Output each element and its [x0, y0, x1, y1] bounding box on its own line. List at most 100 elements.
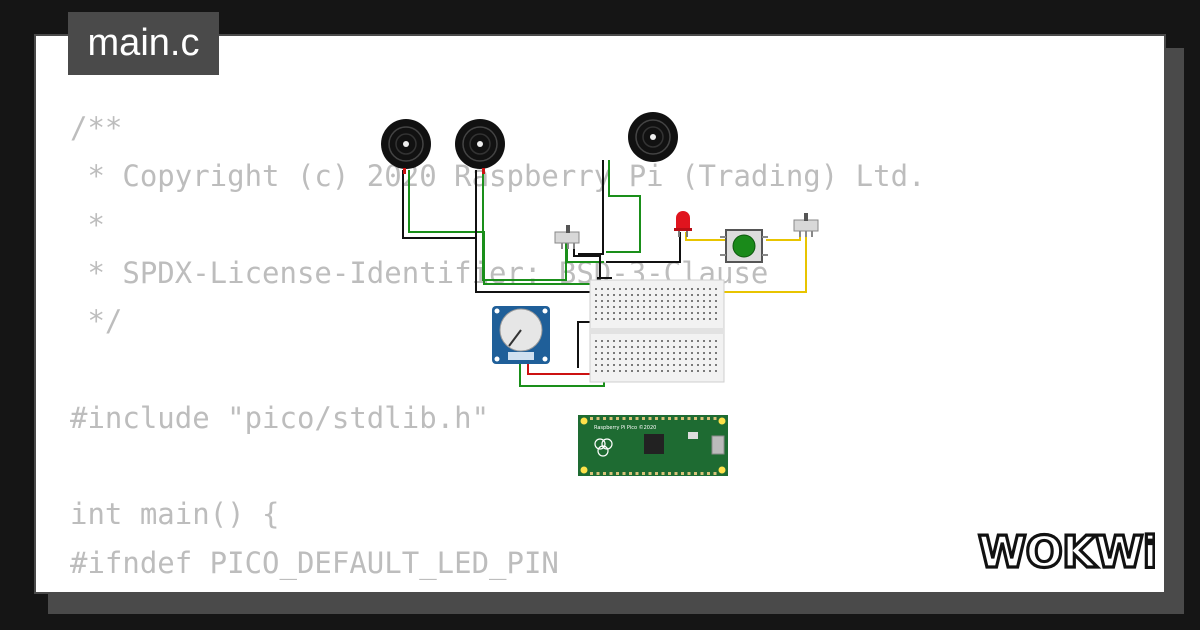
pico-pin	[622, 417, 626, 420]
breadboard-hole	[631, 364, 633, 366]
breadboard-hole	[625, 306, 627, 308]
wires	[402, 160, 807, 387]
breadboard-hole	[715, 370, 717, 372]
breadboard-hole	[625, 370, 627, 372]
breadboard-hole	[619, 306, 621, 308]
wire-green	[606, 160, 641, 253]
buzzer-1[interactable]	[381, 119, 431, 174]
breadboard-hole	[655, 300, 657, 302]
breadboard-hole	[613, 358, 615, 360]
breadboard-hole	[649, 352, 651, 354]
buzzer-2[interactable]	[455, 119, 505, 174]
breadboard-hole	[637, 358, 639, 360]
pico-pin	[596, 472, 600, 475]
wokwi-logo[interactable]: WOKWi	[975, 525, 1155, 575]
pico-board-label: Raspberry Pi Pico ©2020	[594, 424, 656, 431]
breadboard-hole	[601, 358, 603, 360]
breadboard-hole	[655, 364, 657, 366]
breadboard-hole	[703, 340, 705, 342]
pico-pin	[681, 472, 684, 475]
potentiometer[interactable]	[492, 306, 550, 364]
breadboard[interactable]	[589, 279, 725, 383]
breadboard-hole	[703, 306, 705, 308]
breadboard-hole	[607, 300, 609, 302]
code-preview: /** * Copyright (c) 2020 Raspberry Pi (T…	[70, 104, 1083, 592]
breadboard-hole	[637, 312, 639, 314]
breadboard-hole	[703, 300, 705, 302]
breadboard-hole	[625, 288, 627, 290]
wire-black	[475, 170, 600, 293]
breadboard-hole	[691, 370, 693, 372]
breadboard-hole	[649, 358, 651, 360]
breadboard-hole	[619, 352, 621, 354]
breadboard-hole	[673, 312, 675, 314]
breadboard-hole	[601, 346, 603, 348]
breadboard-hole	[601, 294, 603, 296]
breadboard-hole	[649, 300, 651, 302]
breadboard-hole	[715, 288, 717, 290]
breadboard-hole	[673, 364, 675, 366]
slide-switch-2[interactable]	[793, 213, 819, 237]
breadboard-hole	[649, 364, 651, 366]
breadboard-hole	[649, 340, 651, 342]
breadboard-hole	[709, 294, 711, 296]
breadboard-hole	[619, 370, 621, 372]
pico-pin	[629, 472, 632, 475]
breadboard-hole	[685, 294, 687, 296]
breadboard-hole	[715, 294, 717, 296]
buzzer-3[interactable]	[628, 112, 678, 162]
breadboard-hole	[649, 306, 651, 308]
breadboard-hole	[661, 306, 663, 308]
breadboard-hole	[631, 300, 633, 302]
pico-pin	[687, 472, 691, 475]
breadboard-hole	[709, 306, 711, 308]
breadboard-hole	[655, 306, 657, 308]
breadboard-hole	[697, 306, 699, 308]
breadboard-hole	[673, 340, 675, 342]
pico-pin	[713, 472, 717, 475]
pico-pin	[603, 417, 606, 420]
breadboard-hole	[661, 300, 663, 302]
breadboard-hole	[631, 358, 633, 360]
slide-switch-1[interactable]	[554, 225, 580, 249]
pico-pin	[609, 417, 613, 420]
breadboard-hole	[649, 312, 651, 314]
pico-pin	[655, 472, 658, 475]
breadboard-hole	[637, 288, 639, 290]
code-line: #ifndef PICO_DEFAULT_LED_PIN	[70, 545, 559, 580]
breadboard-hole	[595, 318, 597, 320]
breadboard-hole	[619, 300, 621, 302]
breadboard-hole	[691, 306, 693, 308]
breadboard-hole	[661, 358, 663, 360]
red-led[interactable]	[674, 211, 692, 237]
breadboard-hole	[685, 346, 687, 348]
breadboard-hole	[685, 358, 687, 360]
breadboard-hole	[685, 340, 687, 342]
breadboard-hole	[637, 370, 639, 372]
file-tab[interactable]: main.c	[68, 12, 219, 75]
breadboard-hole	[667, 340, 669, 342]
breadboard-hole	[709, 364, 711, 366]
breadboard-hole	[661, 288, 663, 290]
breadboard-hole	[715, 364, 717, 366]
breadboard-hole	[643, 364, 645, 366]
raspberry-logo-icon	[594, 438, 613, 457]
raspberry-pi-pico[interactable]: Raspberry Pi Pico ©2020	[578, 415, 728, 476]
breadboard-hole	[625, 294, 627, 296]
breadboard-hole	[613, 340, 615, 342]
breadboard-hole	[637, 300, 639, 302]
breadboard-hole	[685, 312, 687, 314]
breadboard-hole	[625, 364, 627, 366]
pushbutton[interactable]	[720, 229, 768, 263]
breadboard-hole	[691, 358, 693, 360]
breadboard-hole	[619, 318, 621, 320]
breadboard-hole	[709, 358, 711, 360]
breadboard-hole	[601, 312, 603, 314]
breadboard-hole	[697, 288, 699, 290]
breadboard-hole	[637, 294, 639, 296]
breadboard-hole	[637, 340, 639, 342]
breadboard-hole	[607, 364, 609, 366]
breadboard-hole	[607, 346, 609, 348]
breadboard-hole	[625, 300, 627, 302]
pico-pin	[609, 472, 613, 475]
